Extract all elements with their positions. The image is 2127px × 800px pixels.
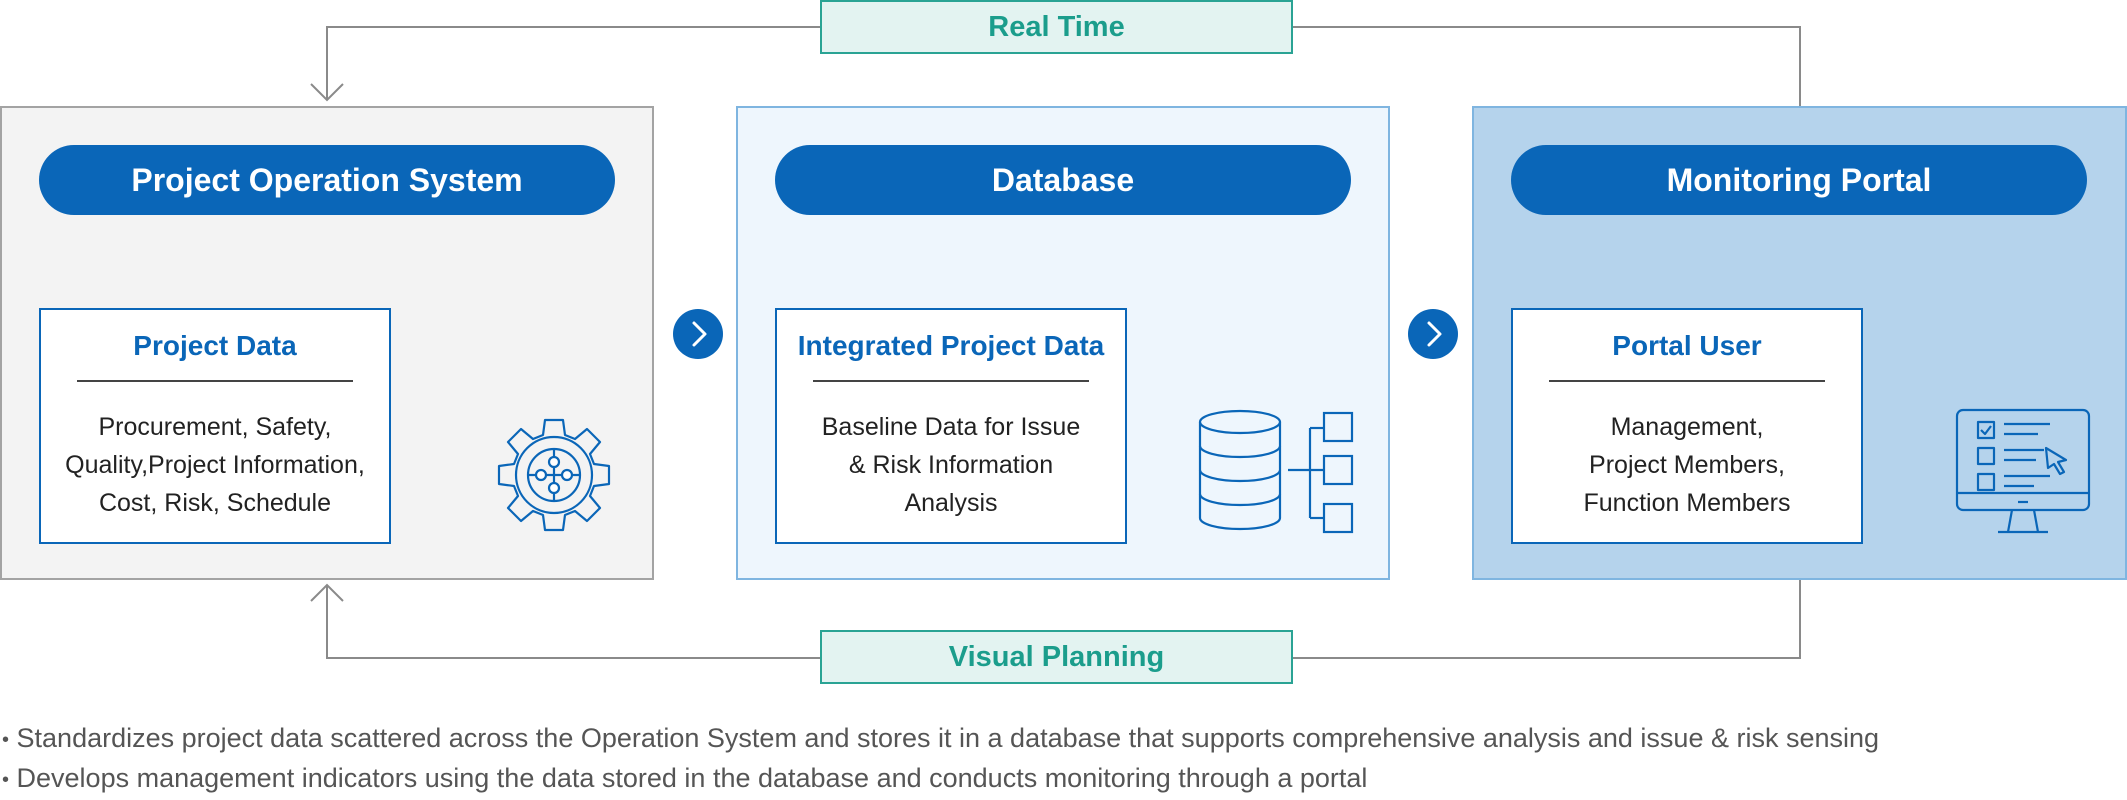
monitoring-portal-panel: Monitoring Portal Portal User Management… xyxy=(1472,106,2127,580)
panel-title: Project Operation System xyxy=(39,145,615,215)
panel-title: Database xyxy=(775,145,1351,215)
monitor-checklist-icon xyxy=(1955,408,2091,534)
card-title: Integrated Project Data xyxy=(797,330,1105,361)
bullet-icon: • xyxy=(2,768,10,791)
card-divider xyxy=(77,380,353,382)
card-line: Management, xyxy=(1610,413,1764,441)
card-description: Management, Project Members, Function Me… xyxy=(1513,408,1861,522)
note-item: • Standardizes project data scattered ac… xyxy=(2,718,1879,758)
card-line: Function Members xyxy=(1583,489,1791,517)
card-title: Portal User xyxy=(1612,330,1762,361)
card-line: Cost, Risk, Schedule xyxy=(98,489,332,517)
card-line: Quality,Project Information, xyxy=(65,451,365,479)
card-description: Procurement, Safety, Quality,Project Inf… xyxy=(41,408,389,522)
bullet-icon: • xyxy=(2,728,10,751)
real-time-tag: Real Time xyxy=(820,0,1293,54)
portal-user-card: Portal User Management, Project Members,… xyxy=(1511,308,1863,544)
card-divider xyxy=(813,380,1089,382)
card-description: Baseline Data for Issue & Risk Informati… xyxy=(777,408,1125,522)
next-arrow-icon xyxy=(1408,309,1458,359)
next-arrow-icon xyxy=(673,309,723,359)
database-tree-icon xyxy=(1198,409,1354,534)
card-line: Project Members, xyxy=(1589,451,1785,479)
card-divider xyxy=(1549,380,1825,382)
card-line: Analysis xyxy=(904,489,998,517)
card-line: Baseline Data for Issue xyxy=(821,413,1081,441)
panel-title: Monitoring Portal xyxy=(1511,145,2087,215)
note-item: • Develops management indicators using t… xyxy=(2,758,1879,798)
visual-planning-tag: Visual Planning xyxy=(820,630,1293,684)
card-title: Project Data xyxy=(133,330,297,361)
card-line: Procurement, Safety, xyxy=(98,413,332,441)
project-data-card: Project Data Procurement, Safety, Qualit… xyxy=(39,308,391,544)
gear-puzzle-icon xyxy=(497,418,611,532)
note-text: Develops management indicators using the… xyxy=(16,763,1368,793)
project-operation-system-panel: Project Operation System Project Data Pr… xyxy=(0,106,654,580)
description-notes: • Standardizes project data scattered ac… xyxy=(2,718,1879,798)
database-panel: Database Integrated Project Data Baselin… xyxy=(736,106,1390,580)
card-line: & Risk Information xyxy=(848,451,1054,479)
integrated-project-data-card: Integrated Project Data Baseline Data fo… xyxy=(775,308,1127,544)
note-text: Standardizes project data scattered acro… xyxy=(16,723,1880,753)
